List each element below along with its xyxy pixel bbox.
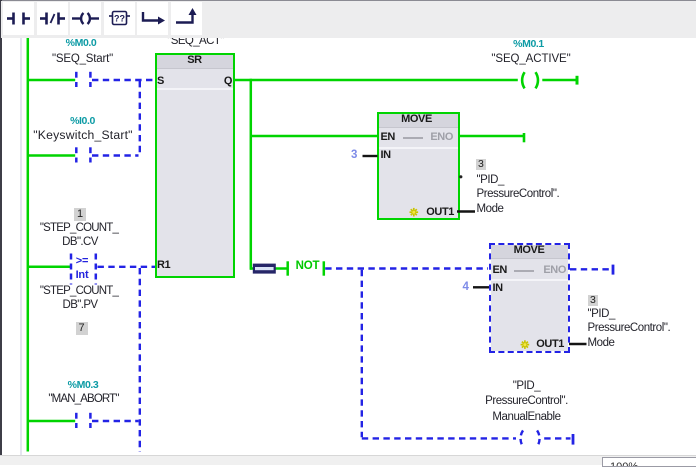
man-abort-address[interactable]: %M0.3 — [67, 378, 99, 391]
keyswitch-address[interactable]: %I0.0 — [70, 114, 95, 127]
move1-pin-eno: ENO — [430, 130, 453, 143]
insert-nc-contact-button[interactable] — [36, 2, 68, 35]
seq-start-address[interactable]: %M0.0 — [65, 37, 97, 49]
move1-operand-line3: Mode — [476, 203, 504, 216]
compare-in1-monitor-value: 1 — [74, 207, 87, 221]
sr-block-type: SR — [187, 54, 202, 67]
move2-out-monitor-value: 3 — [588, 293, 598, 306]
insert-coil-button[interactable] — [70, 2, 101, 35]
manual-enable-line3: ManualEnable — [492, 410, 561, 423]
selected-wire-segment — [252, 263, 276, 274]
zoom-level-value: 100% — [610, 461, 639, 467]
network-margin-line — [20, 38, 22, 455]
move1-pin-en: EN — [380, 130, 396, 143]
move1-operand-line1: "PID_ — [476, 173, 505, 186]
sr-pin-q: Q — [223, 75, 233, 87]
coil-icon — [72, 12, 99, 25]
move2-type: MOVE — [513, 244, 545, 257]
insert-no-contact-button[interactable] — [3, 2, 34, 35]
empty-box-icon: ?? — [108, 10, 130, 26]
sr-row-highlight — [156, 88, 233, 90]
man-abort-contact-symbol[interactable] — [75, 412, 92, 428]
close-branch-button[interactable] — [170, 2, 202, 35]
move1-header: MOVE — [379, 112, 458, 128]
move2-body — [490, 245, 568, 351]
compare-in1-line2[interactable]: DB".CV — [62, 235, 98, 248]
open-branch-icon — [141, 12, 165, 25]
sr-block-header: SR — [156, 54, 233, 69]
window-top-border — [0, 0, 696, 1]
compare-operator[interactable]: >= — [75, 255, 89, 267]
manual-enable-line2: PressureControl". — [485, 395, 568, 407]
sr-instance-name[interactable]: "SEQ_ACT" — [167, 35, 224, 47]
move2-operand-line2: PressureControl". — [587, 322, 671, 335]
move1-in-constant[interactable]: 3 — [351, 149, 358, 161]
move1-pin-in: IN — [380, 149, 392, 161]
move1-body — [379, 113, 458, 218]
lad-elements-toolbar: ?? — [1, 1, 696, 38]
move1-type: MOVE — [401, 112, 432, 125]
manual-enable-operand[interactable]: "PID_ PressureControl". ManualEnable — [485, 379, 568, 426]
keyswitch-name[interactable]: "Keyswitch_Start" — [33, 127, 133, 142]
sr-pin-r1: R1 — [157, 259, 171, 271]
move2-header: MOVE — [490, 244, 568, 259]
move1-operand-line2: PressureControl". — [476, 188, 560, 201]
seq-start-contact-symbol[interactable] — [75, 71, 92, 87]
manual-enable-line1: "PID_ — [512, 379, 541, 392]
seq-active-coil-symbol[interactable] — [520, 71, 540, 90]
seq-start-name[interactable]: "SEQ_Start" — [52, 52, 113, 65]
seq-active-address[interactable]: %M0.1 — [513, 37, 544, 50]
compare-in2-monitor-value: 7 — [75, 321, 88, 335]
move2-en-eno-dash — [513, 269, 534, 272]
seq-active-name[interactable]: "SEQ_ACTIVE" — [491, 52, 571, 65]
move2-pin-eno: ENO — [543, 263, 566, 276]
man-abort-name[interactable]: "MAN_ABORT" — [48, 392, 119, 405]
move1-row-highlight — [379, 147, 458, 149]
move2-in-constant[interactable]: 4 — [462, 281, 469, 293]
keyswitch-contact-symbol[interactable] — [75, 147, 92, 163]
open-branch-button[interactable] — [137, 2, 168, 35]
move1-out-operand[interactable]: "PID_ PressureControl". Mode — [477, 173, 560, 217]
move1-pin-out1: OUT1 — [426, 206, 454, 218]
zoom-level-select[interactable]: 100% — [602, 457, 696, 467]
editor-status-bar — [0, 455, 696, 465]
manual-enable-coil-symbol[interactable] — [519, 429, 541, 448]
empty-box-glyph: ?? — [114, 14, 125, 24]
not-contact-label[interactable]: NOT — [295, 260, 320, 273]
insert-empty-box-button[interactable]: ?? — [103, 2, 135, 35]
compare-in2-line1[interactable]: "STEP_COUNT_ — [39, 284, 119, 297]
compare-in1-line1[interactable]: "STEP_COUNT_ — [39, 221, 119, 234]
move2-row-highlight — [490, 278, 568, 281]
sr-pin-s: S — [157, 75, 164, 87]
move1-out-monitor-value: 3 — [476, 158, 486, 170]
move1-en-eno-dash — [403, 136, 423, 139]
nc-contact-icon — [39, 12, 65, 25]
move2-pin-in: IN — [492, 281, 504, 294]
no-contact-icon — [7, 12, 30, 25]
move2-pin-out1: OUT1 — [536, 338, 564, 350]
window-left-border — [0, 0, 2, 465]
move2-block[interactable]: MOVE EN ENO IN OUT1 — [488, 243, 570, 353]
sr-flipflop-block[interactable]: SR S Q R1 — [154, 53, 235, 278]
sr-block-body — [156, 55, 233, 276]
move1-block[interactable]: MOVE EN ENO IN OUT1 — [377, 111, 460, 220]
close-branch-icon — [175, 8, 196, 24]
move2-operand-line1: "PID_ — [587, 307, 616, 320]
move2-out-operand[interactable]: "PID_ PressureControl". Mode — [588, 307, 671, 351]
move2-operand-line3: Mode — [587, 337, 615, 350]
move2-pin-en: EN — [492, 263, 508, 276]
compare-datatype[interactable]: Int — [75, 268, 89, 281]
compare-in2-line2[interactable]: DB".PV — [62, 298, 99, 311]
